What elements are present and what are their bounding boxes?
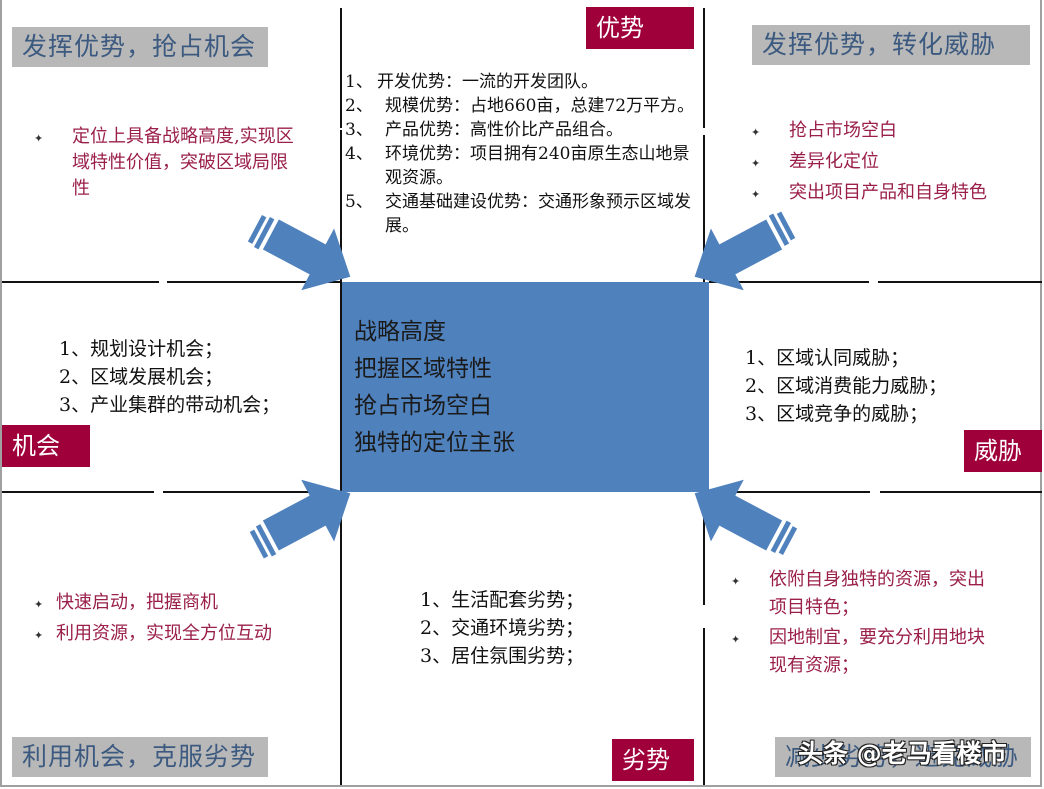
wo-strategy-list: ✦快速启动，把握商机 ✦利用资源，实现全方位互动 bbox=[34, 587, 326, 649]
list-item: 把握区域特性 bbox=[354, 356, 492, 382]
wo-strategy-title: 利用机会，克服劣势 bbox=[12, 737, 268, 777]
arrow-icon-bottom-right bbox=[694, 479, 798, 555]
watermark: 头条 @老马看楼市 bbox=[798, 739, 1007, 768]
list-item: 5、交通基础建设优势：交通形象预示区域发展。 bbox=[345, 192, 691, 236]
grid-line-top-horizontal bbox=[2, 281, 159, 283]
grid-line-bottom-horizontal bbox=[2, 491, 154, 493]
bullet-arrow-icon: ✦ bbox=[34, 629, 44, 642]
list-item: 1、开发优势：一流的开发团队。 bbox=[345, 72, 598, 92]
st-strategy-title: 发挥优势，转化威胁 bbox=[752, 25, 1030, 65]
st-strategy-list: ✦抢占市场空白 ✦差异化定位 ✦突出项目产品和自身特色 bbox=[751, 115, 1029, 208]
list-item: ✦快速启动，把握商机 bbox=[34, 587, 326, 618]
list-item: ✦依附自身独特的资源，突出项目特色； bbox=[731, 569, 985, 618]
list-item: ✦利用资源，实现全方位互动 bbox=[34, 618, 326, 649]
grid-line-bottom-horizontal bbox=[880, 491, 1042, 493]
threats-list: 1、区域认同威胁； 2、区域消费能力威胁； 3、区域竞争的威胁； bbox=[745, 344, 947, 428]
threats-label: 威胁 bbox=[964, 430, 1042, 472]
grid-line-bottom-horizontal bbox=[163, 491, 342, 493]
arrow-icon-top-left bbox=[247, 215, 351, 291]
list-item: 3、区域竞争的威胁； bbox=[745, 403, 929, 425]
list-item: 2、规模优势：占地660亩，总建72万平方。 bbox=[345, 96, 695, 116]
list-item: 2、区域消费能力威胁； bbox=[745, 375, 948, 397]
bullet-arrow-icon: ✦ bbox=[731, 633, 741, 646]
list-item: 2、区域发展机会； bbox=[59, 366, 224, 388]
bullet-arrow-icon: ✦ bbox=[34, 598, 44, 611]
list-item: ✦抢占市场空白 bbox=[751, 115, 1029, 146]
grid-line-left-vertical bbox=[340, 8, 342, 128]
core-positioning-list: 战略高度 把握区域特性 抢占市场空白 独特的定位主张 bbox=[354, 314, 515, 462]
grid-line-top-horizontal bbox=[167, 281, 342, 283]
strengths-list: 1、开发优势：一流的开发团队。 2、规模优势：占地660亩，总建72万平方。 3… bbox=[345, 70, 700, 238]
bullet-arrow-icon: ✦ bbox=[751, 157, 761, 170]
list-item: 3、居住氛围劣势； bbox=[420, 645, 585, 667]
bullet-arrow-icon: ✦ bbox=[751, 126, 761, 139]
opportunities-label: 机会 bbox=[2, 425, 90, 467]
so-strategy-list: ✦ 定位上具备战略高度,实现区域特性价值，突破区域局限性 bbox=[34, 124, 302, 202]
list-item: 3、产品优势：高性价比产品组合。 bbox=[345, 120, 623, 140]
core-positioning-box: 战略高度 把握区域特性 抢占市场空白 独特的定位主张 bbox=[342, 282, 709, 492]
grid-line-top-horizontal bbox=[709, 281, 869, 283]
weaknesses-label: 劣势 bbox=[612, 739, 694, 781]
wt-strategy-list: ✦依附自身独特的资源，突出项目特色； ✦因地制宜，要充分利用地块现有资源； bbox=[731, 566, 994, 680]
grid-line-top-horizontal bbox=[878, 281, 1042, 283]
bullet-arrow-icon: ✦ bbox=[751, 188, 761, 201]
bullet-arrow-icon: ✦ bbox=[731, 575, 741, 588]
list-item: 战略高度 bbox=[354, 319, 446, 345]
strengths-label: 优势 bbox=[586, 7, 694, 49]
grid-line-right-vertical bbox=[703, 8, 705, 128]
list-item: ✦因地制宜，要充分利用地块现有资源； bbox=[731, 627, 985, 676]
list-item: 独特的定位主张 bbox=[354, 430, 515, 456]
list-item: 1、区域认同威胁； bbox=[745, 347, 910, 369]
so-strategy-title: 发挥优势，抢占机会 bbox=[12, 27, 268, 67]
list-item: ✦ 定位上具备战略高度,实现区域特性价值，突破区域局限性 bbox=[34, 126, 294, 199]
arrow-icon-top-right bbox=[694, 211, 796, 291]
list-item: 抢占市场空白 bbox=[354, 393, 492, 419]
opportunities-list: 1、规划设计机会； 2、区域发展机会； 3、产业集群的带动机会； bbox=[59, 335, 280, 419]
arrow-icon-bottom-left bbox=[249, 479, 351, 559]
list-item: ✦差异化定位 bbox=[751, 146, 1029, 177]
weaknesses-list: 1、生活配套劣势； 2、交通环境劣势； 3、居住氛围劣势； bbox=[420, 586, 584, 670]
grid-line-bottom-horizontal bbox=[709, 491, 870, 493]
list-item: 1、规划设计机会； bbox=[59, 338, 224, 360]
list-item: 1、生活配套劣势； bbox=[420, 589, 585, 611]
grid-line-right-vertical bbox=[703, 628, 705, 785]
list-item: 2、交通环境劣势； bbox=[420, 617, 585, 639]
grid-line-left-vertical bbox=[340, 130, 342, 785]
list-item: ✦突出项目产品和自身特色 bbox=[751, 177, 1029, 208]
wt-strategy-title: 减少劣势，避免威胁 bbox=[775, 737, 1031, 777]
list-item: 4、环境优势：项目拥有240亩原生态山地景观资源。 bbox=[345, 144, 690, 188]
bullet-arrow-icon: ✦ bbox=[34, 132, 44, 145]
list-item: 3、产业集群的带动机会； bbox=[59, 394, 281, 416]
